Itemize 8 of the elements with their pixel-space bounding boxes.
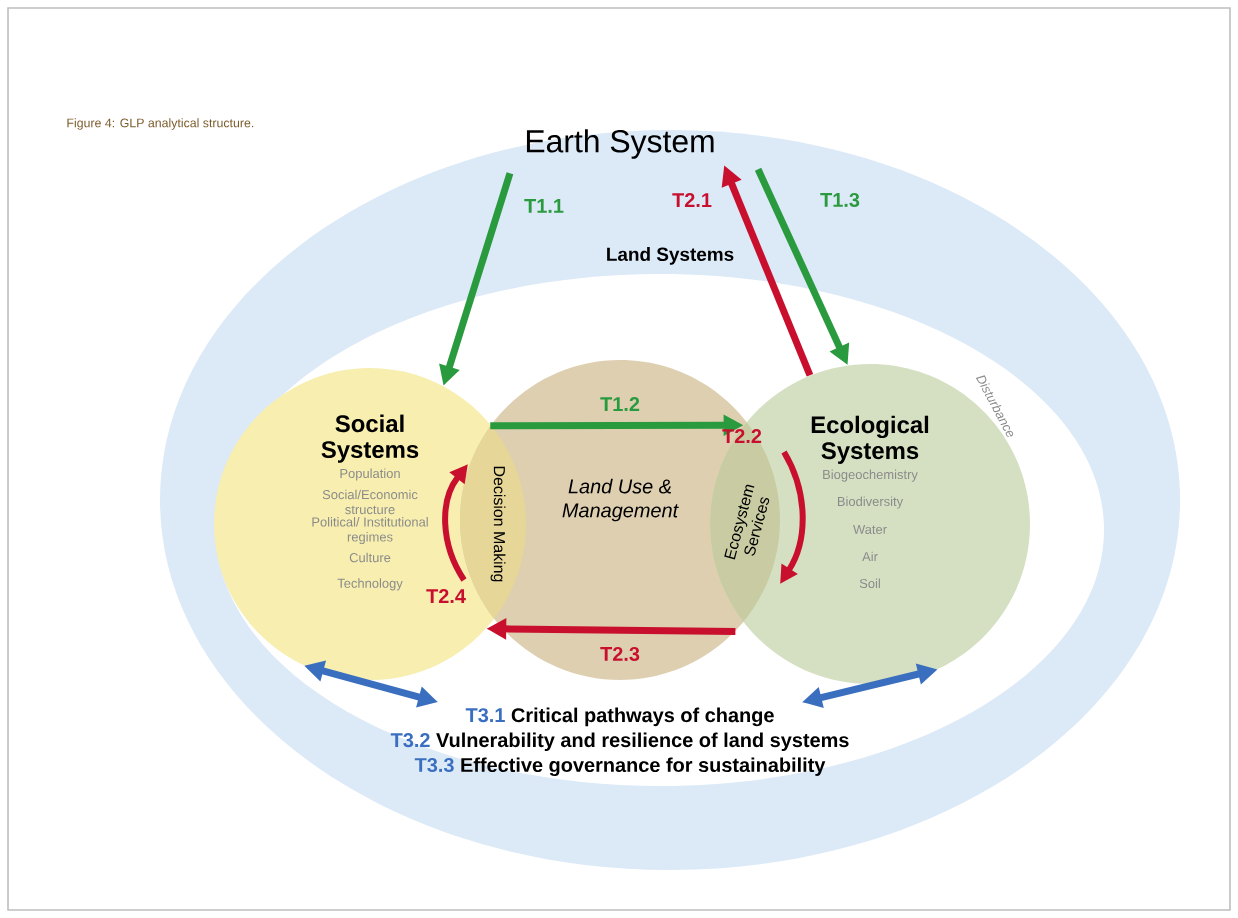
edge-label: T1.2 [600, 397, 640, 411]
arrow-label: T2.2 [722, 429, 762, 443]
arrow-label: T2.4 [426, 589, 466, 603]
edge-label: T1.1 [524, 199, 564, 213]
edge-label: T2.3 [600, 646, 640, 662]
edge-label: T2.1 [672, 193, 712, 207]
edge-label: T1.3 [820, 192, 860, 208]
theme-list: T3.1 Critical pathways of change T3.2 Vulnerability and resilience of land systems T3.3 Effective governance for sustainability [390, 707, 849, 777]
